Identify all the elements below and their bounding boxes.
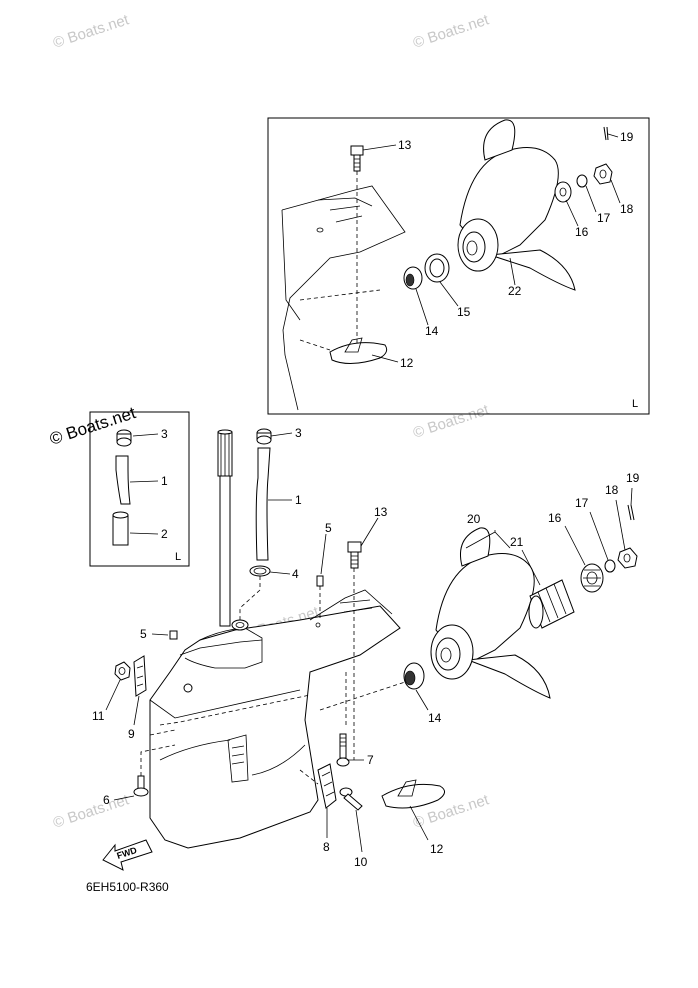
inset-top-frame [267,117,650,415]
callout-12: 12 [430,842,444,856]
inset-left-frame [89,411,190,567]
callout-3: 3 [295,426,302,440]
callout-14: 14 [428,711,442,725]
callout-16: 16 [548,511,562,525]
grommet-3 [256,428,272,445]
callout-7: 7 [367,753,374,767]
watermark: © Boats.net [51,791,132,832]
callout-14: 14 [425,324,439,338]
anode-12 [381,779,445,809]
water-tube-1 [255,447,271,561]
bracket-9 [133,655,147,697]
callout-3-inset: 3 [161,427,168,441]
callout-6: 6 [103,793,110,807]
callout-8: 8 [323,840,330,854]
nut-18 [617,547,638,569]
callout-17: 17 [575,496,589,510]
callout-20: 20 [467,512,481,526]
callout-19: 19 [620,130,634,144]
washer-17-top [576,174,588,188]
inset-top: 13 19 17 18 16 22 15 14 12 L [267,117,650,415]
propeller-22-top [457,119,576,291]
callout-15: 15 [457,305,471,319]
dowel-pin-5-left [169,630,178,640]
callout-10: 10 [354,855,368,869]
nut-11 [114,661,131,681]
callout-22: 22 [508,284,522,298]
washer-16 [580,563,604,593]
bushing-21 [528,579,575,629]
callout-18: 18 [620,202,634,216]
callout-17: 17 [597,211,611,225]
cotter-pin-19 [627,504,635,521]
watermark: © Boats.net [51,11,132,52]
callout-19: 19 [626,471,640,485]
cotter-pin-19-top [603,126,609,141]
inset-left: 3 1 2 L [89,411,190,567]
callout-2-inset: 2 [161,527,168,541]
callout-9: 9 [128,727,135,741]
watermark: © Boats.net [411,11,492,52]
callout-5-left: 5 [140,627,147,641]
washer-17 [604,559,616,573]
callout-16: 16 [575,225,589,239]
callout-1-inset: 1 [161,474,168,488]
callout-4: 4 [292,567,299,581]
callout-18: 18 [605,483,619,497]
callout-12: 12 [400,356,414,370]
callout-1: 1 [295,493,302,507]
washer-16-top [554,181,572,203]
bolt-7 [336,733,350,767]
inset-left-variant-letter: L [175,551,181,563]
drive-shaft [217,429,233,627]
lower-unit-gearcase [149,589,401,849]
bolt-10 [339,787,363,811]
propeller-20 [430,527,551,699]
diagram-reference-code: 6EH5100-R360 [86,880,169,894]
callout-11: 11 [92,709,105,723]
bolt-6 [133,775,149,797]
watermark: © Boats.net [411,401,492,442]
thrust-washer-14-top [403,266,423,290]
callout-13: 13 [398,138,412,152]
thrust-washer-14 [403,662,425,690]
sleeve-2-inset [112,511,129,546]
callout-21: 21 [510,535,524,549]
bolt-13-top [350,145,364,172]
anode-12-top [329,337,388,364]
inset-top-variant-letter: L [632,398,638,410]
spacer-15-top [424,253,450,283]
bolt-13 [347,541,362,569]
forward-direction-arrow: FWD [102,839,153,871]
nut-18-top [593,163,613,185]
trim-tab-8 [317,763,337,809]
o-ring-4 [249,565,271,577]
callout-13: 13 [374,505,388,519]
grommet-3-inset [116,429,132,447]
callout-5-right: 5 [325,521,332,535]
main-assembly: FWD 3 1 4 13 5 5 11 9 7 6 8 10 [86,426,640,894]
dowel-pin-5-right [316,575,324,587]
water-tube-1-inset [115,455,131,505]
